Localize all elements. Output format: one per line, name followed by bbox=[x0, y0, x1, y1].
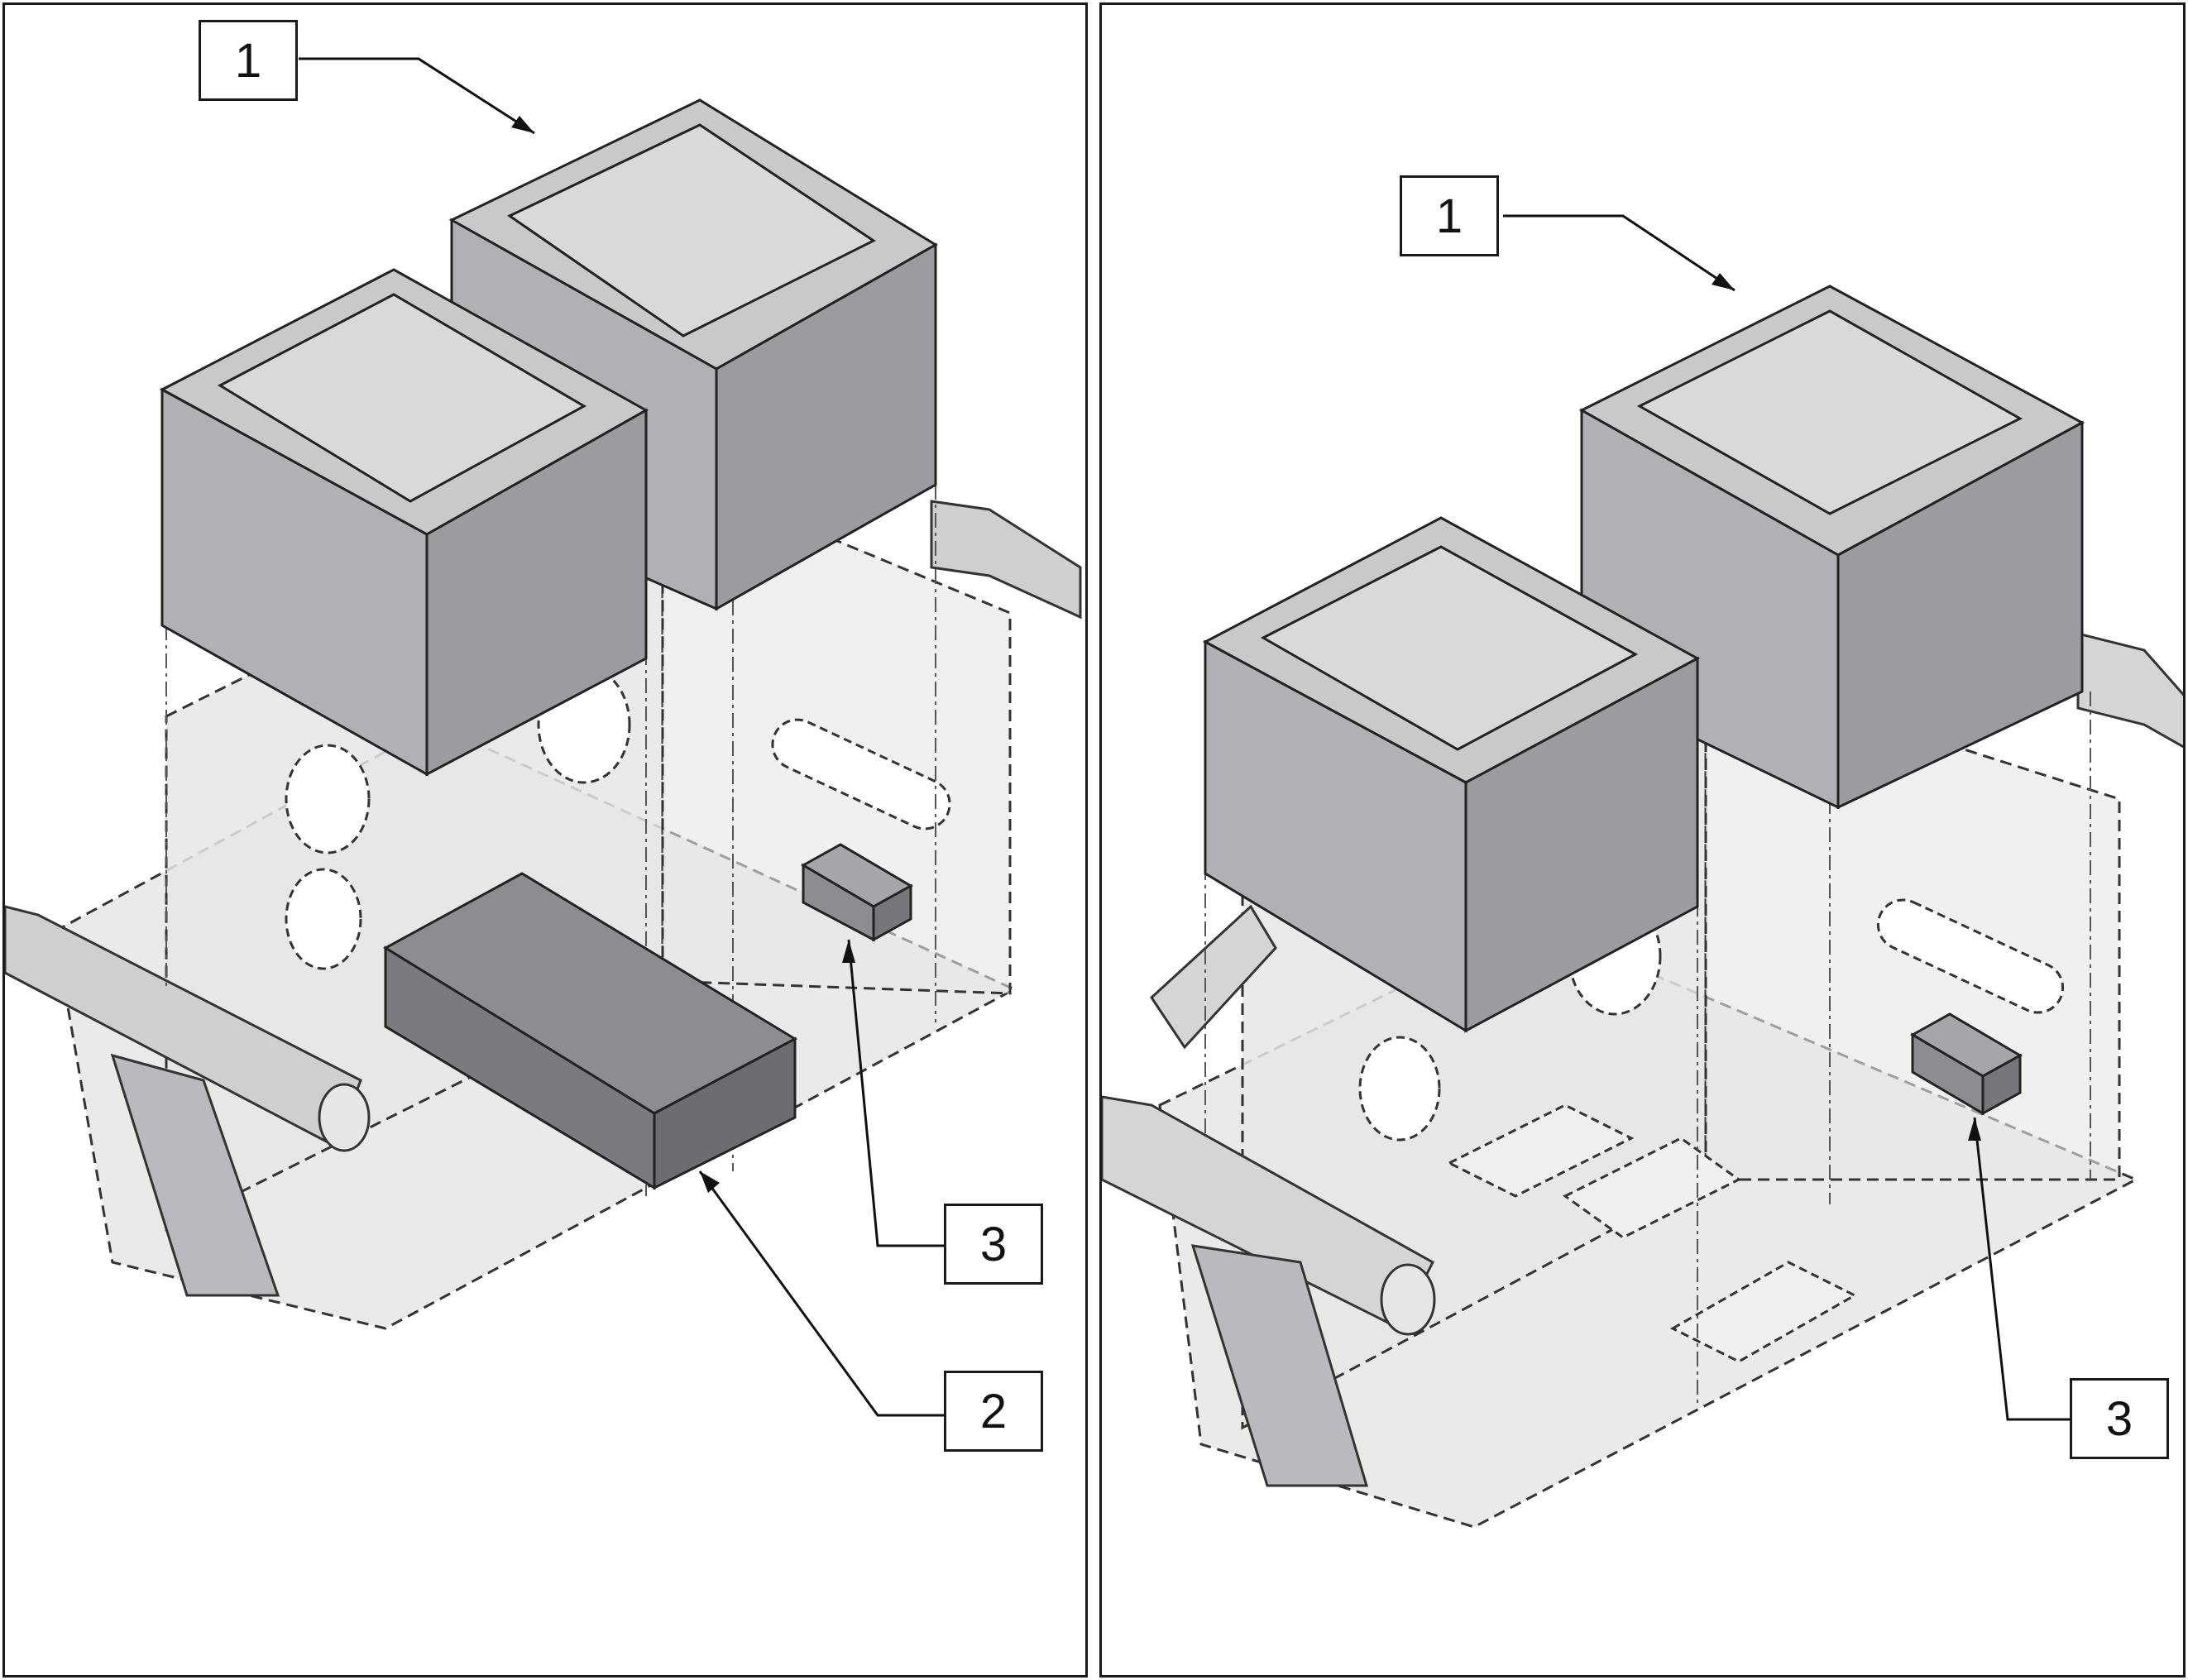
arrow-3 bbox=[842, 940, 855, 963]
callout-1: 1 bbox=[1400, 175, 1499, 256]
upper-tube bbox=[1150, 904, 1277, 1050]
leader-lines bbox=[299, 57, 944, 1417]
block-side bbox=[872, 883, 912, 942]
cutout-2 bbox=[285, 868, 362, 970]
bracket-plate-1 bbox=[1446, 1103, 1635, 1198]
leader-arrowheads bbox=[1712, 273, 1981, 1141]
controller-module bbox=[383, 872, 798, 1190]
leader-3 bbox=[1973, 1117, 2070, 1421]
arrow-3 bbox=[1968, 1118, 1981, 1141]
front-leg bbox=[1190, 1244, 1369, 1487]
small-block bbox=[1909, 1012, 2023, 1116]
leader-2 bbox=[698, 1170, 944, 1417]
mounting-bracket bbox=[1446, 1103, 1858, 1363]
leader-lines bbox=[1503, 214, 2070, 1421]
callout-3: 3 bbox=[2070, 1378, 2169, 1459]
rear-tube bbox=[930, 500, 1082, 620]
callout-1: 1 bbox=[199, 20, 298, 101]
side-slot-1 bbox=[771, 718, 951, 830]
leader-1 bbox=[299, 57, 535, 135]
battery-rear-lid bbox=[507, 123, 876, 337]
front-tube-end bbox=[1380, 1263, 1436, 1336]
battery-front bbox=[1202, 516, 1701, 1033]
tray-side-wall bbox=[661, 466, 1012, 995]
side-slot-1 bbox=[1876, 898, 2065, 1014]
battery-rear bbox=[1578, 285, 2085, 810]
bracket-center bbox=[1563, 1137, 1741, 1239]
battery-front-lid bbox=[1260, 545, 1639, 751]
arrow-2 bbox=[700, 1171, 720, 1193]
battery-front bbox=[159, 268, 649, 777]
bracket-plate-2 bbox=[1669, 1261, 1858, 1363]
small-block bbox=[800, 843, 914, 942]
leader-3 bbox=[847, 939, 944, 1247]
battery-rear-lid bbox=[1636, 309, 2023, 515]
guide-lines bbox=[1204, 692, 2091, 1403]
frame-tubes bbox=[1102, 632, 2183, 1487]
leader-1 bbox=[1503, 214, 1736, 292]
frame-tubes bbox=[5, 500, 1082, 1297]
left-exploded-diagram bbox=[5, 57, 1082, 1417]
callout-2: 2 bbox=[944, 1371, 1043, 1452]
module-side bbox=[653, 1036, 797, 1190]
battery-front-front bbox=[160, 387, 429, 777]
battery-front-lid bbox=[217, 293, 587, 503]
left-panel: 1 2 3 bbox=[2, 2, 1088, 1678]
right-exploded-diagram bbox=[1102, 214, 2183, 1529]
right-panel: 1 3 bbox=[1099, 2, 2186, 1678]
rear-tube bbox=[2076, 632, 2183, 749]
cutout-1 bbox=[285, 744, 371, 854]
arrow-1 bbox=[511, 116, 534, 133]
leader-arrowheads bbox=[511, 116, 855, 1193]
callout-3: 3 bbox=[944, 1204, 1043, 1285]
arrow-1 bbox=[1712, 273, 1735, 290]
battery-front-front bbox=[1204, 639, 1467, 1033]
front-leg bbox=[110, 1053, 280, 1297]
cutout-1 bbox=[1358, 1036, 1441, 1142]
front-tube-end bbox=[318, 1083, 371, 1152]
block-side bbox=[1981, 1053, 2022, 1116]
